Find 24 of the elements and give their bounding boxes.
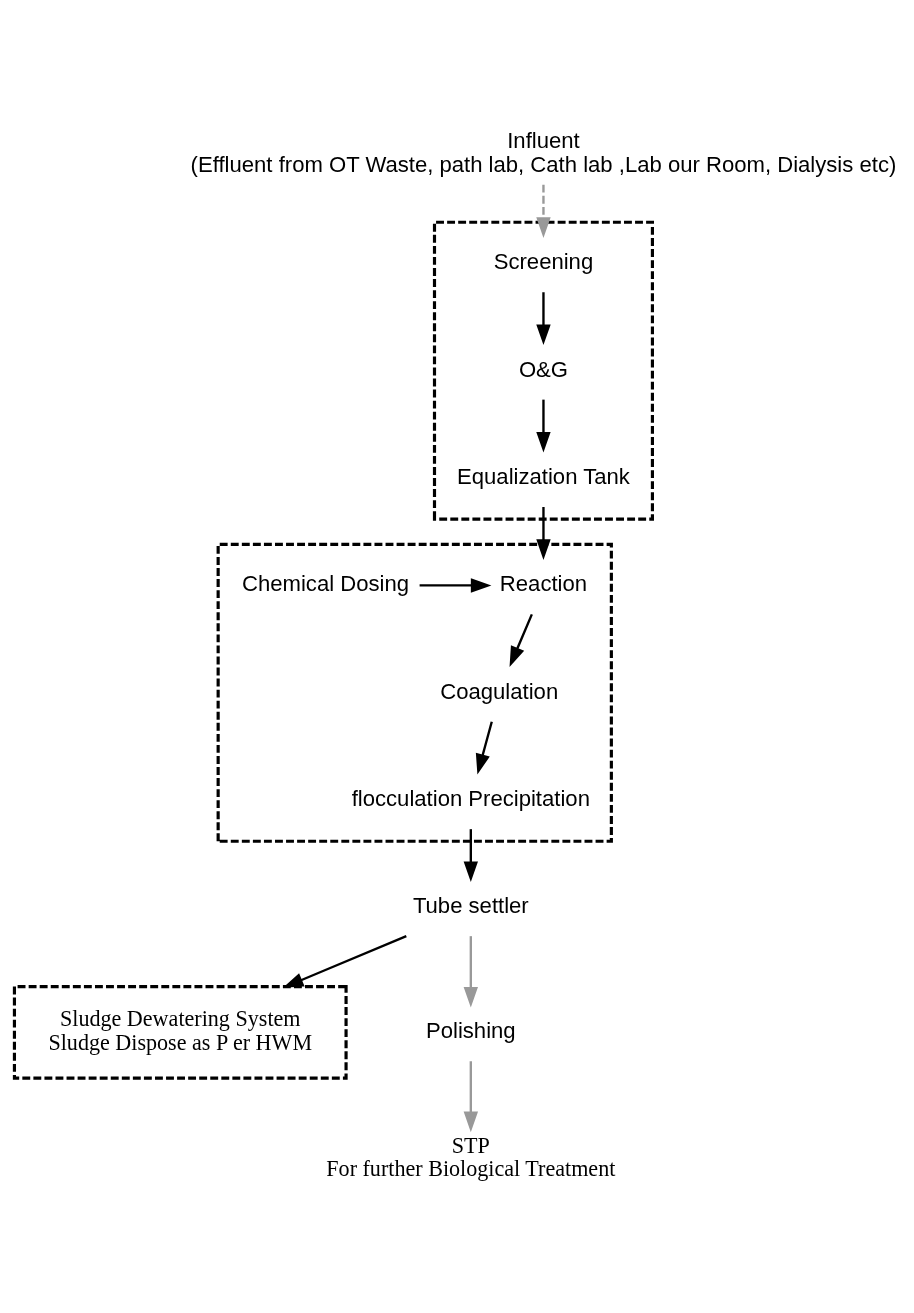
cluster <box>216 542 613 843</box>
cluster <box>432 220 654 521</box>
arrow <box>463 1061 478 1133</box>
node-text: Polishing <box>425 1018 516 1044</box>
arrow <box>463 936 478 1008</box>
node-text: O&G <box>518 356 569 382</box>
node-text: Coagulation <box>440 678 559 704</box>
arrow <box>536 399 551 453</box>
node-text: flocculation Precipitation <box>351 786 590 812</box>
arrow <box>419 578 492 593</box>
arrow <box>475 721 493 775</box>
node-text: STP For further Biological Treatment <box>326 1132 616 1182</box>
node-text: Tube settler <box>412 893 529 919</box>
arrow <box>536 507 551 560</box>
node-text: Equalization Tank <box>457 463 630 489</box>
arrow <box>536 292 551 346</box>
arrow <box>536 184 551 238</box>
node-text: Chemical Dosing <box>242 571 410 597</box>
node-text: Influent (Effluent from OT Waste, path lab, Cath lab ,Lab our Room, Dialysis etc) <box>190 128 897 178</box>
node-box: Sludge Dewatering System Sludge Dispose as P er HWM <box>12 984 348 1080</box>
node-text: Screening <box>493 249 594 275</box>
node-text: Reaction <box>499 571 588 597</box>
arrow <box>509 613 533 667</box>
arrow <box>463 829 478 883</box>
